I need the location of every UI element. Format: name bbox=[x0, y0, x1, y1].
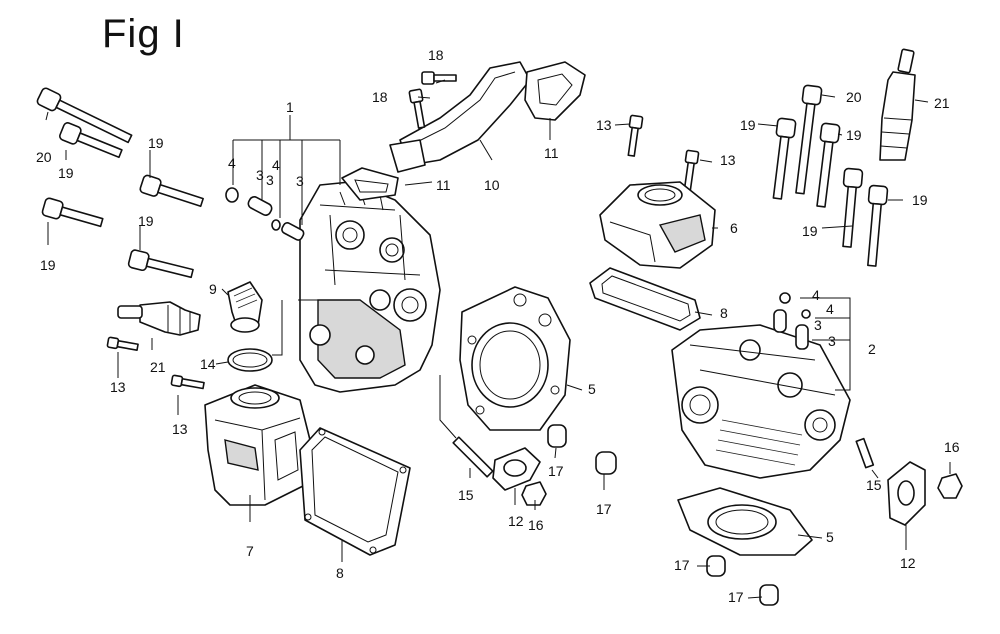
bolts-right bbox=[627, 84, 889, 267]
callout-3: 3 bbox=[814, 317, 822, 333]
valve-retainers-left bbox=[225, 187, 305, 241]
callout-4: 4 bbox=[826, 301, 834, 317]
cylinder-head-rear bbox=[671, 324, 851, 479]
callout-10: 10 bbox=[484, 177, 500, 193]
callout-8: 8 bbox=[336, 565, 344, 581]
callout-18: 18 bbox=[372, 89, 388, 105]
valve-retainers-right bbox=[773, 292, 811, 350]
callout-2: 2 bbox=[868, 341, 876, 357]
callout-15: 15 bbox=[866, 477, 882, 493]
callout-8: 8 bbox=[720, 305, 728, 321]
oil-filler-cap bbox=[227, 281, 263, 333]
cover-gasket-left bbox=[299, 427, 411, 556]
callout-19: 19 bbox=[912, 192, 928, 208]
callout-12: 12 bbox=[508, 513, 524, 529]
cover-gasket-right bbox=[589, 267, 701, 331]
callout-19: 19 bbox=[40, 257, 56, 273]
callout-4: 4 bbox=[812, 287, 820, 303]
callout-19: 19 bbox=[802, 223, 818, 239]
callout-3: 3 bbox=[256, 167, 264, 183]
callout-18: 18 bbox=[428, 47, 444, 63]
callout-13: 13 bbox=[172, 421, 188, 437]
callout-12: 12 bbox=[900, 555, 916, 571]
callout-15: 15 bbox=[458, 487, 474, 503]
callout-14: 14 bbox=[200, 356, 216, 372]
o-ring-inner bbox=[232, 352, 268, 368]
callout-4: 4 bbox=[272, 157, 280, 173]
stud-and-flange-centre bbox=[452, 424, 617, 506]
bolts-left bbox=[36, 87, 205, 390]
figure-title: Fig I bbox=[102, 12, 185, 56]
callout-19: 19 bbox=[740, 117, 756, 133]
callout-19: 19 bbox=[58, 165, 74, 181]
callout-13: 13 bbox=[596, 117, 612, 133]
cylinder-head-front bbox=[299, 181, 441, 393]
callout-21: 21 bbox=[150, 359, 166, 375]
callout-16: 16 bbox=[944, 439, 960, 455]
spark-plug-left bbox=[117, 301, 201, 336]
callout-17: 17 bbox=[596, 501, 612, 517]
callout-20: 20 bbox=[36, 149, 52, 165]
callout-3: 3 bbox=[828, 333, 836, 349]
callout-21: 21 bbox=[934, 95, 950, 111]
callout-3: 3 bbox=[266, 172, 274, 188]
head-gasket-left bbox=[459, 286, 571, 431]
callout-1: 1 bbox=[286, 99, 294, 115]
callout-6: 6 bbox=[730, 220, 738, 236]
cylinder-head-cover-right bbox=[599, 181, 716, 269]
callout-16: 16 bbox=[528, 517, 544, 533]
leader-lines bbox=[45, 79, 951, 599]
callout-9: 9 bbox=[209, 281, 217, 297]
callout-20: 20 bbox=[846, 89, 862, 105]
head-gasket-right bbox=[677, 487, 813, 556]
callout-17: 17 bbox=[674, 557, 690, 573]
callout-7: 7 bbox=[246, 543, 254, 559]
spark-plug-right bbox=[879, 48, 916, 161]
dowel-pin bbox=[759, 584, 779, 606]
callout-11: 11 bbox=[544, 145, 559, 161]
callout-13: 13 bbox=[720, 152, 736, 168]
cylinder-head-cover-left bbox=[204, 384, 311, 506]
callout-19: 19 bbox=[148, 135, 164, 151]
callout-19: 19 bbox=[138, 213, 154, 229]
callout-11: 11 bbox=[436, 177, 451, 193]
callout-13: 13 bbox=[110, 379, 126, 395]
stud-and-flange-right bbox=[855, 437, 963, 526]
callout-3: 3 bbox=[296, 173, 304, 189]
o-ring bbox=[227, 348, 273, 372]
callout-17: 17 bbox=[728, 589, 744, 605]
callout-17: 17 bbox=[548, 463, 564, 479]
callout-5: 5 bbox=[588, 381, 596, 397]
intake-manifold bbox=[341, 61, 586, 201]
callout-5: 5 bbox=[826, 529, 834, 545]
callout-4: 4 bbox=[228, 155, 236, 171]
callout-19: 19 bbox=[846, 127, 862, 143]
